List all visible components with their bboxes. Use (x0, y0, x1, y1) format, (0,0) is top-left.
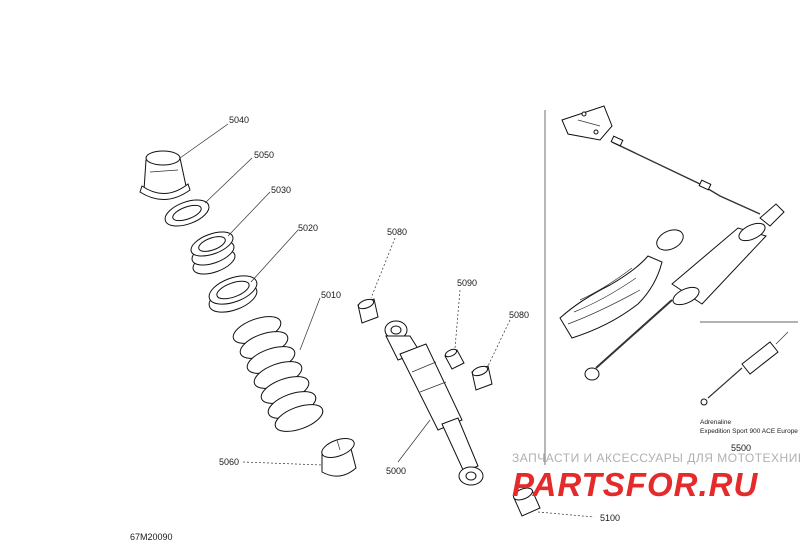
part-lower-seat (321, 437, 357, 477)
callout-5080-upper: 5080 (387, 227, 407, 237)
callout-5090: 5090 (457, 278, 477, 288)
part-lock-ring (208, 275, 258, 313)
part-bushing-lower (471, 365, 493, 391)
callout-5030: 5030 (271, 185, 291, 195)
part-bushing-upper (357, 298, 379, 324)
callout-5040: 5040 (229, 115, 249, 125)
part-bottom-bushing (513, 487, 541, 517)
watermark-logo: PARTSFOR.RU (512, 466, 758, 503)
callout-5000: 5000 (386, 466, 406, 476)
part-coil-spring (232, 316, 324, 432)
part-adjusting-nut (190, 231, 236, 275)
watermark-tagline: ЗАПЧАСТИ И АКСЕССУАРЫ ДЛЯ МОТОТЕХНИКИ (512, 451, 800, 465)
callout-5010: 5010 (321, 290, 341, 300)
caption-model-line-2: Expedition Sport 900 ACE Europe (700, 428, 798, 435)
caption-model-line-1: Adrenaline (700, 419, 731, 426)
part-spring-cap (139, 150, 191, 200)
drawing-code: 67M20090 (130, 532, 173, 542)
callout-5020: 5020 (298, 223, 318, 233)
callout-5050: 5050 (254, 150, 274, 160)
callout-5060: 5060 (219, 457, 239, 467)
leader-lines (179, 123, 595, 518)
part-washer (164, 199, 210, 227)
callout-5500: 5500 (731, 443, 751, 453)
callout-5080-lower: 5080 (509, 310, 529, 320)
part-shock-kit (559, 105, 789, 406)
part-sleeve (444, 348, 465, 370)
part-shock-absorber (384, 320, 484, 486)
callout-5100: 5100 (600, 513, 620, 523)
